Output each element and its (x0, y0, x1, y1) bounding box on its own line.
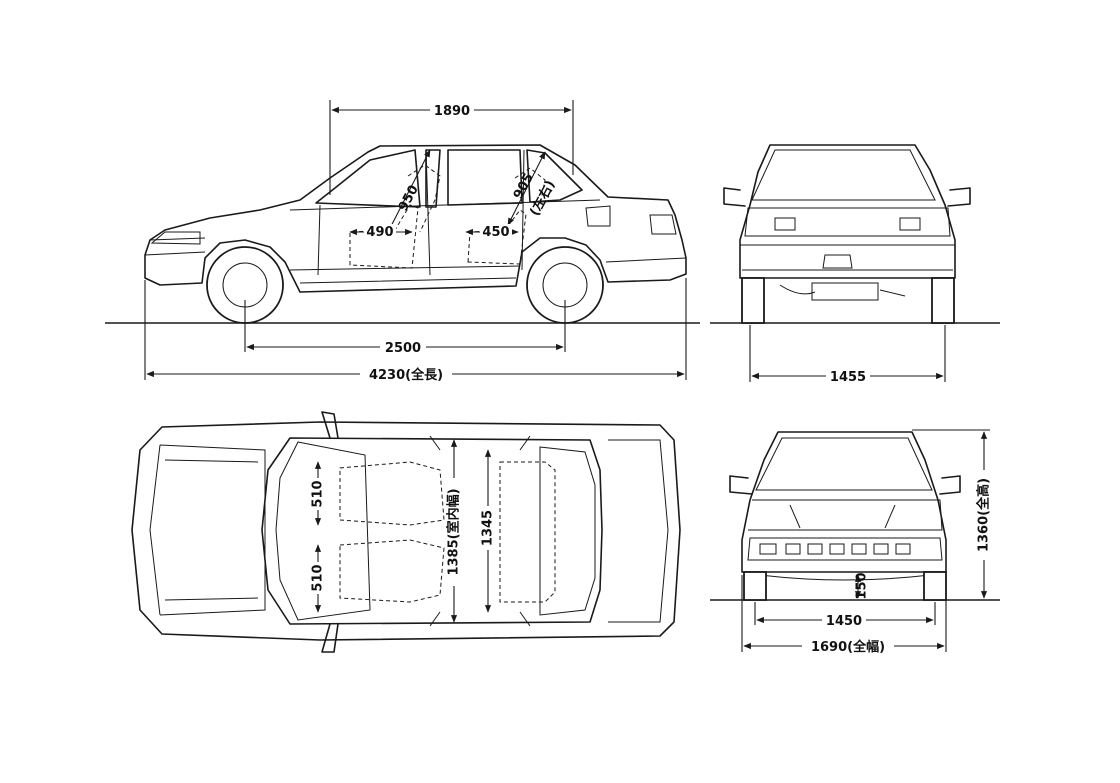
rear-left-tire (741, 277, 765, 324)
dim-1345-bg (480, 506, 496, 550)
rear-right-tire (931, 277, 955, 324)
side-view: 1890 950 905 (左右) 490 450 2500 4230(全長) (105, 100, 700, 383)
rear-taillamps (774, 217, 921, 231)
rear-mirrors (723, 187, 971, 207)
front-hood (748, 499, 943, 531)
top-front-seat-lower (339, 539, 445, 603)
top-front-seat-upper (339, 461, 445, 526)
top-mirrors (321, 411, 339, 653)
dim-rear-seat-width: 510 (311, 564, 326, 591)
side-rocker (289, 265, 521, 284)
dim-overall-height: 1360(全高) (976, 478, 992, 552)
front-right-tire (923, 571, 947, 601)
front-grille (747, 537, 943, 561)
side-occupant-front (407, 164, 441, 233)
dim-4230-bg (360, 366, 452, 382)
dim-front-seat-depth: 490 (366, 225, 393, 240)
rear-view: 1455 (710, 144, 1000, 385)
dim-cabin-length: 1890 (434, 104, 470, 119)
dim-950-line (384, 149, 431, 239)
dim-1690-bg (802, 638, 894, 654)
top-view: 510 510 1385(室内幅) 1345 (131, 411, 681, 653)
dim-interior-length: 1345 (481, 510, 496, 546)
rear-body-outline (739, 144, 956, 279)
dim-front-tread: 1450 (826, 614, 862, 629)
dim-wheelbase: 2500 (385, 341, 421, 356)
dim-overall-width: 1690(全幅) (811, 639, 885, 655)
dim-overall-length: 4230(全長) (369, 367, 443, 383)
dim-rear-tread: 1455 (830, 370, 866, 385)
front-windshield (755, 437, 933, 491)
rear-trunk (744, 207, 951, 237)
rear-exhaust (779, 284, 906, 297)
dim-1455-bg (826, 368, 870, 384)
side-fuel-lid (585, 205, 611, 227)
dim-ground-clearance: 150 (855, 572, 870, 599)
front-mirrors (729, 475, 961, 495)
rear-hitch (822, 254, 853, 269)
dim-905-line (507, 151, 546, 226)
top-body-outline (131, 421, 681, 641)
dim-490-bg (364, 224, 396, 239)
side-taillamp (649, 214, 677, 235)
dim-1360-bg (976, 470, 992, 560)
side-headlamp (150, 231, 201, 245)
top-rear-glass (539, 446, 596, 616)
dim-1450-bg (822, 612, 866, 628)
dim-1890-bg (430, 102, 474, 118)
rear-plate (811, 282, 879, 301)
dim-1385-bg (446, 478, 462, 586)
top-windshield (275, 441, 371, 621)
side-bumpers (144, 237, 687, 263)
front-air-dam (759, 574, 931, 581)
dim-510-upper-bg (310, 478, 326, 510)
rear-bumper (740, 244, 955, 271)
top-rear-seat (499, 461, 556, 603)
side-beltline (289, 199, 601, 211)
top-b-pillars (429, 435, 531, 627)
dim-450-bg (480, 224, 512, 239)
top-trunk (608, 439, 669, 623)
rear-window (751, 149, 936, 201)
front-view: 150 1360(全高) 1450 1690(全幅) (710, 429, 1000, 655)
top-hood (149, 444, 266, 616)
dim-interior-width: 1385(室内幅) (446, 488, 462, 575)
dim-rear-seat-depth: 450 (482, 225, 509, 240)
dim-2500-bg (380, 339, 426, 355)
dim-front-seat-width: 510 (311, 480, 326, 507)
dim-510-lower-bg (310, 562, 326, 594)
front-left-tire (743, 571, 767, 601)
side-body-outline (144, 144, 687, 293)
top-greenhouse (261, 437, 603, 625)
